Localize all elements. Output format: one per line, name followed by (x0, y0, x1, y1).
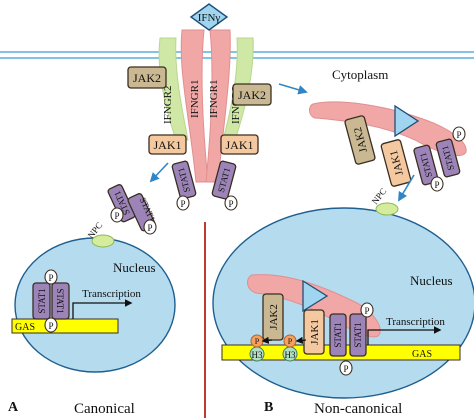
stat1-receptor-left: STAT1 (171, 160, 197, 200)
npc-canonical (91, 234, 115, 248)
svg-text:P: P (364, 306, 369, 316)
panel-b-title: Non-canonical (314, 401, 402, 417)
gas-label-canonical: GAS (15, 322, 35, 333)
svg-text:JAK1: JAK1 (309, 319, 321, 345)
nuclear-complex-subunits: JAK2 JAK1 STAT1 STAT1 P P (262, 293, 374, 376)
svg-text:STAT1: STAT1 (55, 288, 65, 313)
nucleus-label-canonical: Nucleus (113, 260, 156, 275)
svg-text:P: P (48, 321, 53, 331)
svg-text:P: P (114, 211, 119, 221)
arrow-receptor-to-cytoplasm (278, 83, 308, 95)
svg-text:H3: H3 (285, 350, 296, 360)
arrow-receptor-to-stat-dimer (149, 162, 169, 183)
jak2-box-right: JAK2 (232, 83, 272, 106)
transcription-label-noncanonical: Transcription (386, 316, 445, 328)
phospho-receptor-left: P (176, 195, 190, 211)
svg-text:P: P (288, 337, 293, 346)
internalized-complex: JAK2 JAK1 STAT1 STAT1 P P (309, 101, 467, 192)
ifngr1-right-label: IFNGR1 (208, 79, 220, 118)
svg-text:P: P (228, 199, 233, 209)
cytoplasm-label: Cytoplasm (332, 67, 388, 82)
phospho-receptor-right: P (224, 195, 238, 211)
stat1-dimer-cytoplasm: STAT1 STAT1 P P (107, 184, 157, 235)
panel-a-letter: A (8, 400, 19, 415)
transcription-arrow-noncanonical (367, 326, 442, 345)
svg-text:P: P (147, 223, 152, 233)
ifngr1-left-label: IFNGR1 (189, 79, 201, 118)
arrow-jak2-to-histone (261, 336, 273, 344)
svg-text:JAK1: JAK1 (225, 138, 253, 152)
svg-text:P: P (434, 180, 439, 190)
transcription-arrow-canonical (72, 299, 133, 319)
ifngr2-left-label: IFNGR2 (162, 85, 174, 124)
svg-text:JAK1: JAK1 (153, 138, 181, 152)
stat1-dimer-dna: STAT1 STAT1 P P (32, 269, 70, 333)
svg-text:P: P (48, 273, 53, 283)
stat1-receptor-right: STAT1 (211, 160, 237, 200)
svg-text:P: P (456, 130, 461, 140)
svg-text:STAT1: STAT1 (353, 322, 363, 347)
npc-noncanonical (375, 202, 399, 216)
transcription-label-canonical: Transcription (82, 288, 141, 300)
svg-text:P: P (255, 337, 260, 346)
svg-text:JAK2: JAK2 (268, 304, 280, 330)
svg-text:JAK2: JAK2 (133, 71, 161, 85)
jak2-box-left: JAK2 (127, 66, 167, 89)
panel-b-letter: B (264, 400, 273, 415)
histone-h3-right: H3 P (282, 334, 298, 362)
arrow-complex-to-nucleus (398, 174, 415, 202)
jak1-box-left: JAK1 (148, 134, 187, 155)
svg-text:STAT1: STAT1 (333, 322, 343, 347)
jak1-box-right: JAK1 (220, 134, 259, 155)
svg-text:STAT1: STAT1 (37, 288, 47, 313)
svg-text:H3: H3 (252, 350, 263, 360)
svg-text:JAK2: JAK2 (238, 88, 266, 102)
ifn-gamma-ligand: IFNγ (189, 3, 229, 31)
panel-a-title: Canonical (74, 401, 135, 417)
arrow-jak1-to-histone (295, 336, 307, 344)
svg-text:P: P (343, 364, 348, 374)
svg-text:P: P (180, 199, 185, 209)
gas-label-noncanonical: GAS (412, 349, 432, 360)
nucleus-label-noncanonical: Nucleus (410, 273, 453, 288)
ifn-gamma-label: IFNγ (198, 12, 221, 24)
histone-h3-left: H3 P (249, 334, 265, 362)
